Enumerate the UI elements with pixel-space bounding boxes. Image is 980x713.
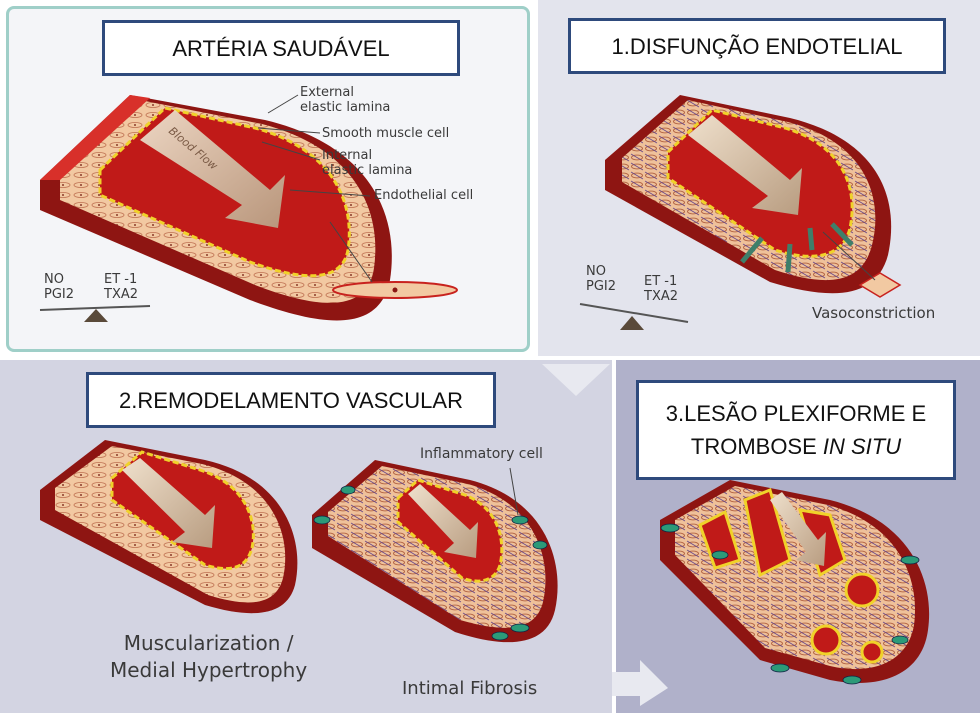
label-muscularization-line2: Medial Hypertrophy: [110, 657, 307, 684]
title-plexiform-line2-plain: TROMBOSE: [691, 434, 823, 459]
label-inflammatory-cell: Inflammatory cell: [420, 446, 543, 462]
label-smooth-muscle: Smooth muscle cell: [322, 126, 449, 141]
balance-healthy-txa2: TXA2: [104, 287, 138, 302]
balance-healthy-et1: ET -1: [104, 272, 138, 287]
label-internal-lamina-line2: elastic lamina: [322, 163, 412, 178]
label-vasoconstriction: Vasoconstriction: [812, 304, 935, 322]
balance-dysfunction-pgi2: PGI2: [586, 279, 616, 294]
title-healthy-artery-text: ARTÉRIA SAUDÁVEL: [172, 32, 389, 65]
title-plexiform-line2-italic: IN SITU: [823, 434, 901, 459]
title-endothelial-dysfunction-text: 1.DISFUNÇÃO ENDOTELIAL: [612, 30, 903, 63]
balance-dysfunction-no: NO: [586, 264, 616, 279]
title-plexiform-lesion: 3.LESÃO PLEXIFORME E TROMBOSE IN SITU: [636, 380, 956, 480]
label-internal-lamina-line1: Internal: [322, 148, 412, 163]
title-vascular-remodeling: 2.REMODELAMENTO VASCULAR: [86, 372, 496, 428]
label-external-lamina-line1: External: [300, 85, 390, 100]
label-endothelial-cell: Endothelial cell: [374, 188, 473, 203]
plexiform-artery-illustration: [660, 480, 929, 684]
title-endothelial-dysfunction: 1.DISFUNÇÃO ENDOTELIAL: [568, 18, 946, 74]
balance-dysfunction-et1: ET -1: [644, 274, 678, 289]
title-healthy-artery: ARTÉRIA SAUDÁVEL: [102, 20, 460, 76]
transition-arrow-down: [542, 364, 610, 396]
muscularization-artery-illustration: [40, 440, 297, 613]
fibrosis-artery-illustration: [312, 460, 558, 642]
label-intimal-fibrosis: Intimal Fibrosis: [402, 678, 537, 699]
dysfunction-artery-illustration: [580, 95, 900, 330]
transition-arrow-right: [612, 660, 668, 706]
balance-healthy-no: NO: [44, 272, 74, 287]
balance-dysfunction-txa2: TXA2: [644, 289, 678, 304]
title-vascular-remodeling-text: 2.REMODELAMENTO VASCULAR: [119, 384, 463, 417]
label-muscularization: Muscularization /Medial Hypertrophy: [110, 630, 307, 684]
label-external-lamina-line2: elastic lamina: [300, 100, 390, 115]
label-muscularization-line1: Muscularization /: [110, 630, 307, 657]
balance-healthy-pgi2: PGI2: [44, 287, 74, 302]
title-plexiform-line2: TROMBOSE IN SITU: [691, 430, 901, 463]
title-plexiform-line1: 3.LESÃO PLEXIFORME E: [666, 397, 926, 430]
